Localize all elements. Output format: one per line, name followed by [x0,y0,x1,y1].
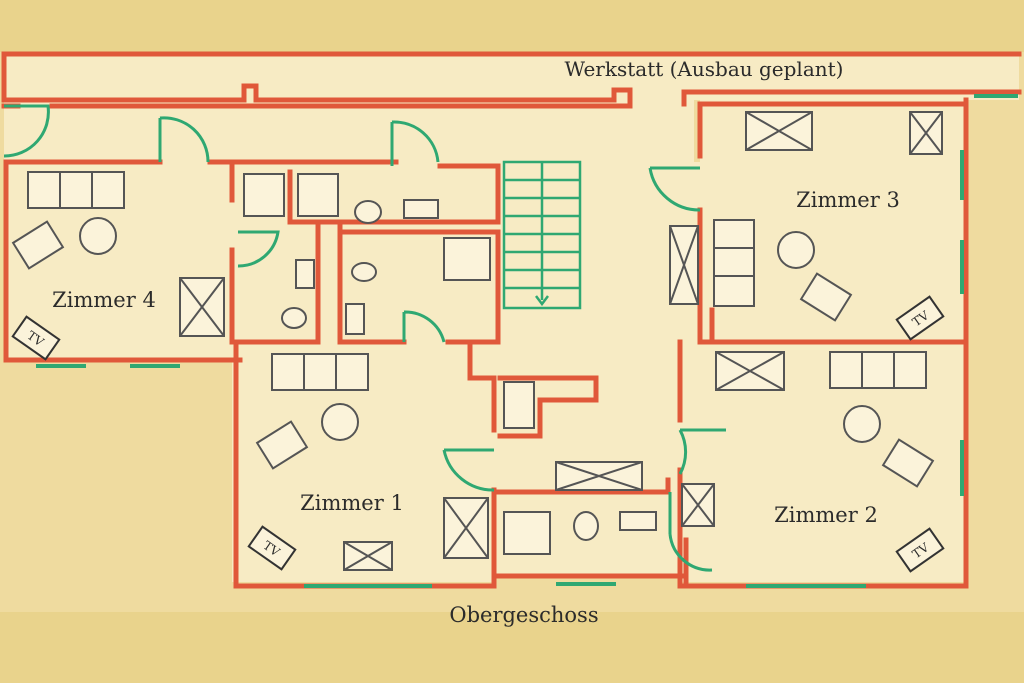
walls [1,51,1022,589]
room-label-zimmer-2: Zimmer 2 [774,503,878,527]
tv-icon: TV [11,315,61,361]
room-label-zimmer-1: Zimmer 1 [300,491,404,515]
tv-icons: TV TV TV TV [11,295,945,573]
tv-icon: TV [895,295,945,341]
doors [3,104,726,572]
windows [36,94,1018,588]
tv-icon: TV [247,525,297,571]
room-label-zimmer-4: Zimmer 4 [52,288,156,312]
floor-label: Obergeschoss [449,603,598,627]
workshop-label: Werkstatt (Ausbau geplant) [565,57,844,81]
furniture [11,111,943,571]
staircase [502,160,582,310]
room-label-zimmer-3: Zimmer 3 [796,188,900,212]
tv-icon: TV [895,527,945,573]
